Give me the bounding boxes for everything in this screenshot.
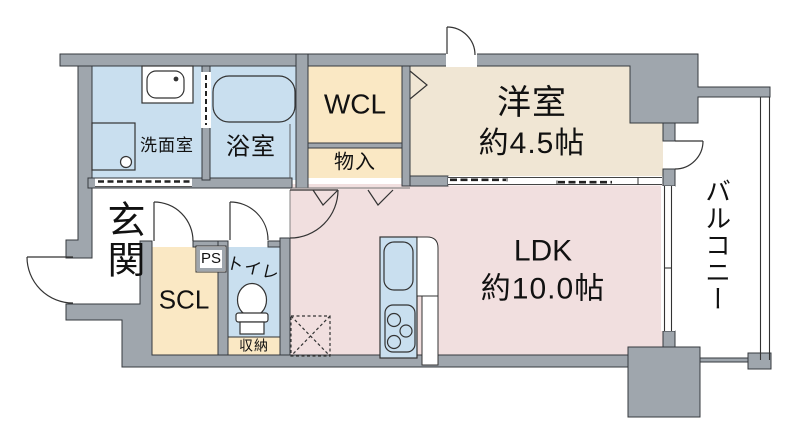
door-toilet <box>229 201 269 241</box>
label-balcony: バルコニー <box>701 177 732 313</box>
label-ldk-size: 約10.0帖 <box>480 272 606 305</box>
wall-toilet-west <box>217 240 229 356</box>
folding-door-wcl <box>409 70 428 100</box>
vanity-sink <box>141 65 194 104</box>
door-scl <box>153 201 194 242</box>
wall-stub-3 <box>662 330 676 348</box>
label-ldk-name: LDK <box>513 234 573 268</box>
label-ps: PS <box>200 250 222 268</box>
door-western-top <box>446 26 476 56</box>
folding-door-storage <box>367 189 394 206</box>
walls <box>59 53 772 418</box>
door-entrance <box>26 256 74 304</box>
balcony-railing <box>759 97 771 360</box>
label-ldk: LDK 約10.0帖 <box>481 233 605 308</box>
room-toilet-storage-floor <box>228 337 280 356</box>
label-entrance: 玄関 <box>100 200 143 280</box>
label-storage: 物入 <box>334 151 376 174</box>
door-balcony <box>674 140 704 170</box>
fixtures <box>91 65 439 366</box>
stove <box>384 304 416 353</box>
room-wcl-floor <box>308 66 402 143</box>
label-washroom: 洗面室 <box>140 136 194 156</box>
balcony-end-cap <box>747 352 772 370</box>
wall-wcl-east <box>401 65 411 187</box>
label-western-room-size: 約4.5帖 <box>478 126 586 160</box>
ps-box <box>195 245 227 273</box>
label-western-room: 洋室 約4.5帖 <box>479 82 586 162</box>
balcony-window <box>661 186 675 331</box>
toilet-fixture <box>235 282 269 335</box>
wall-stub-1 <box>662 122 676 142</box>
folding-door-bathroom <box>201 72 211 128</box>
wall-toilet-north <box>267 240 281 248</box>
wall-top <box>59 53 771 124</box>
doors <box>26 26 704 304</box>
room-western-floor <box>410 66 663 176</box>
wall-left <box>65 65 93 259</box>
wall-wcl-west <box>295 53 309 189</box>
balcony-bottom-edge <box>699 357 749 363</box>
kitchen-counter <box>379 236 418 359</box>
label-western-room-name: 洋室 <box>497 84 567 122</box>
room-storage-floor <box>308 148 402 178</box>
kitchen-sink <box>383 241 414 291</box>
room-fills <box>92 66 663 358</box>
wall-block-bottom-right <box>627 346 701 418</box>
wall-stub-2 <box>662 168 676 187</box>
bathtub <box>212 75 296 123</box>
refrigerator-space <box>290 315 331 357</box>
label-toilet-storage: 収納 <box>239 337 269 354</box>
washer-pan <box>91 122 136 171</box>
label-scl: SCL <box>158 284 210 315</box>
room-ldk-floor <box>290 184 663 358</box>
wall-western-south <box>409 175 449 187</box>
kitchen-partition <box>416 236 439 366</box>
label-wcl: WCL <box>323 88 387 120</box>
wall-ldk-west <box>279 237 291 356</box>
room-bathroom-floor <box>210 66 296 180</box>
sliding-door-washroom <box>95 178 192 187</box>
door-ldk <box>289 189 339 239</box>
openings <box>95 53 675 331</box>
wall-wcl-divider <box>307 142 404 149</box>
label-bathroom: 浴室 <box>226 133 276 161</box>
opening-top-door <box>446 53 477 67</box>
sliding-door-western-south <box>448 176 662 186</box>
